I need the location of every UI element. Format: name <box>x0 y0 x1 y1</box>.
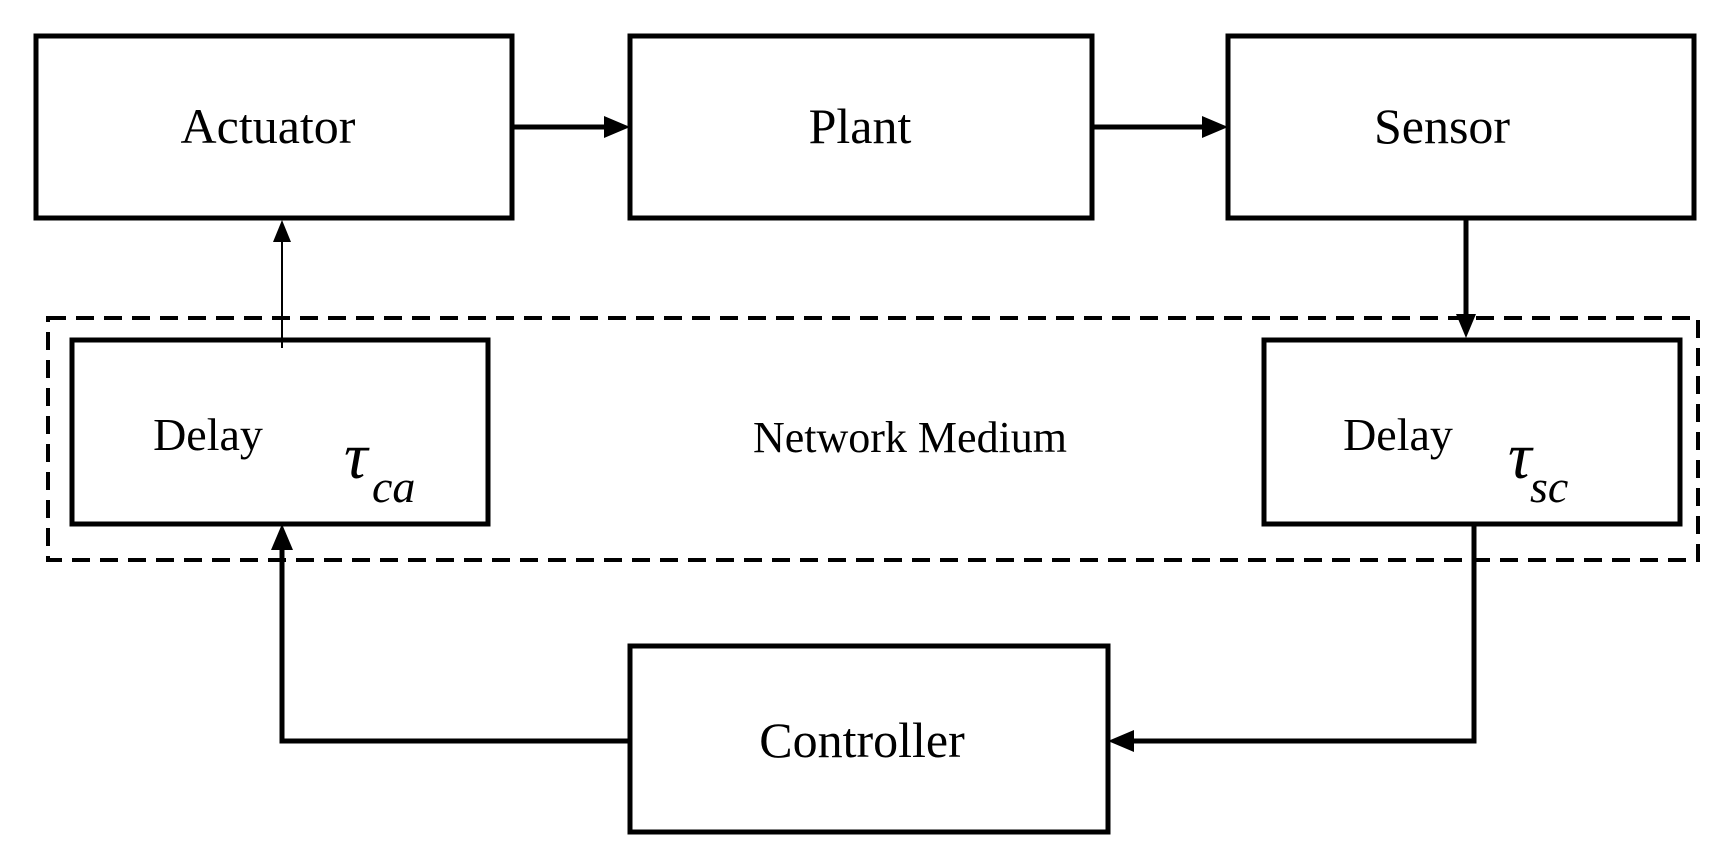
delay-ca-label: Delay <box>153 409 263 460</box>
arrowhead-sensor-in <box>1202 116 1228 138</box>
delay-sc-tau-symbol: τ <box>1508 420 1534 493</box>
delay-ca-subscript: ca <box>372 461 415 512</box>
network-medium-label: Network Medium <box>753 413 1067 462</box>
arrowhead-delay-sc-in <box>1456 314 1476 338</box>
wire-delay-sc-to-controller <box>1134 524 1477 744</box>
delay-sc-subscript: sc <box>1530 461 1568 512</box>
network-medium-region <box>46 316 1700 562</box>
sensor-block <box>1225 33 1697 221</box>
arrowhead-controller-in <box>1108 730 1134 752</box>
delay-sc-block <box>1261 337 1683 527</box>
controller-block <box>627 643 1111 835</box>
delay-sc-label: Delay <box>1343 409 1453 460</box>
controller-label: Controller <box>759 712 965 768</box>
arrowhead-plant-in <box>604 116 630 138</box>
arrowhead-delay-ca-in <box>271 524 293 550</box>
actuator-label: Actuator <box>181 98 356 154</box>
arrowhead-actuator-in <box>273 220 291 242</box>
delay-ca-block <box>69 337 491 527</box>
delay-ca-tau-symbol: τ <box>344 420 370 493</box>
plant-label: Plant <box>809 98 912 154</box>
wire-controller-to-delay-ca <box>279 550 630 744</box>
plant-block <box>627 33 1095 221</box>
sensor-label: Sensor <box>1374 98 1510 154</box>
